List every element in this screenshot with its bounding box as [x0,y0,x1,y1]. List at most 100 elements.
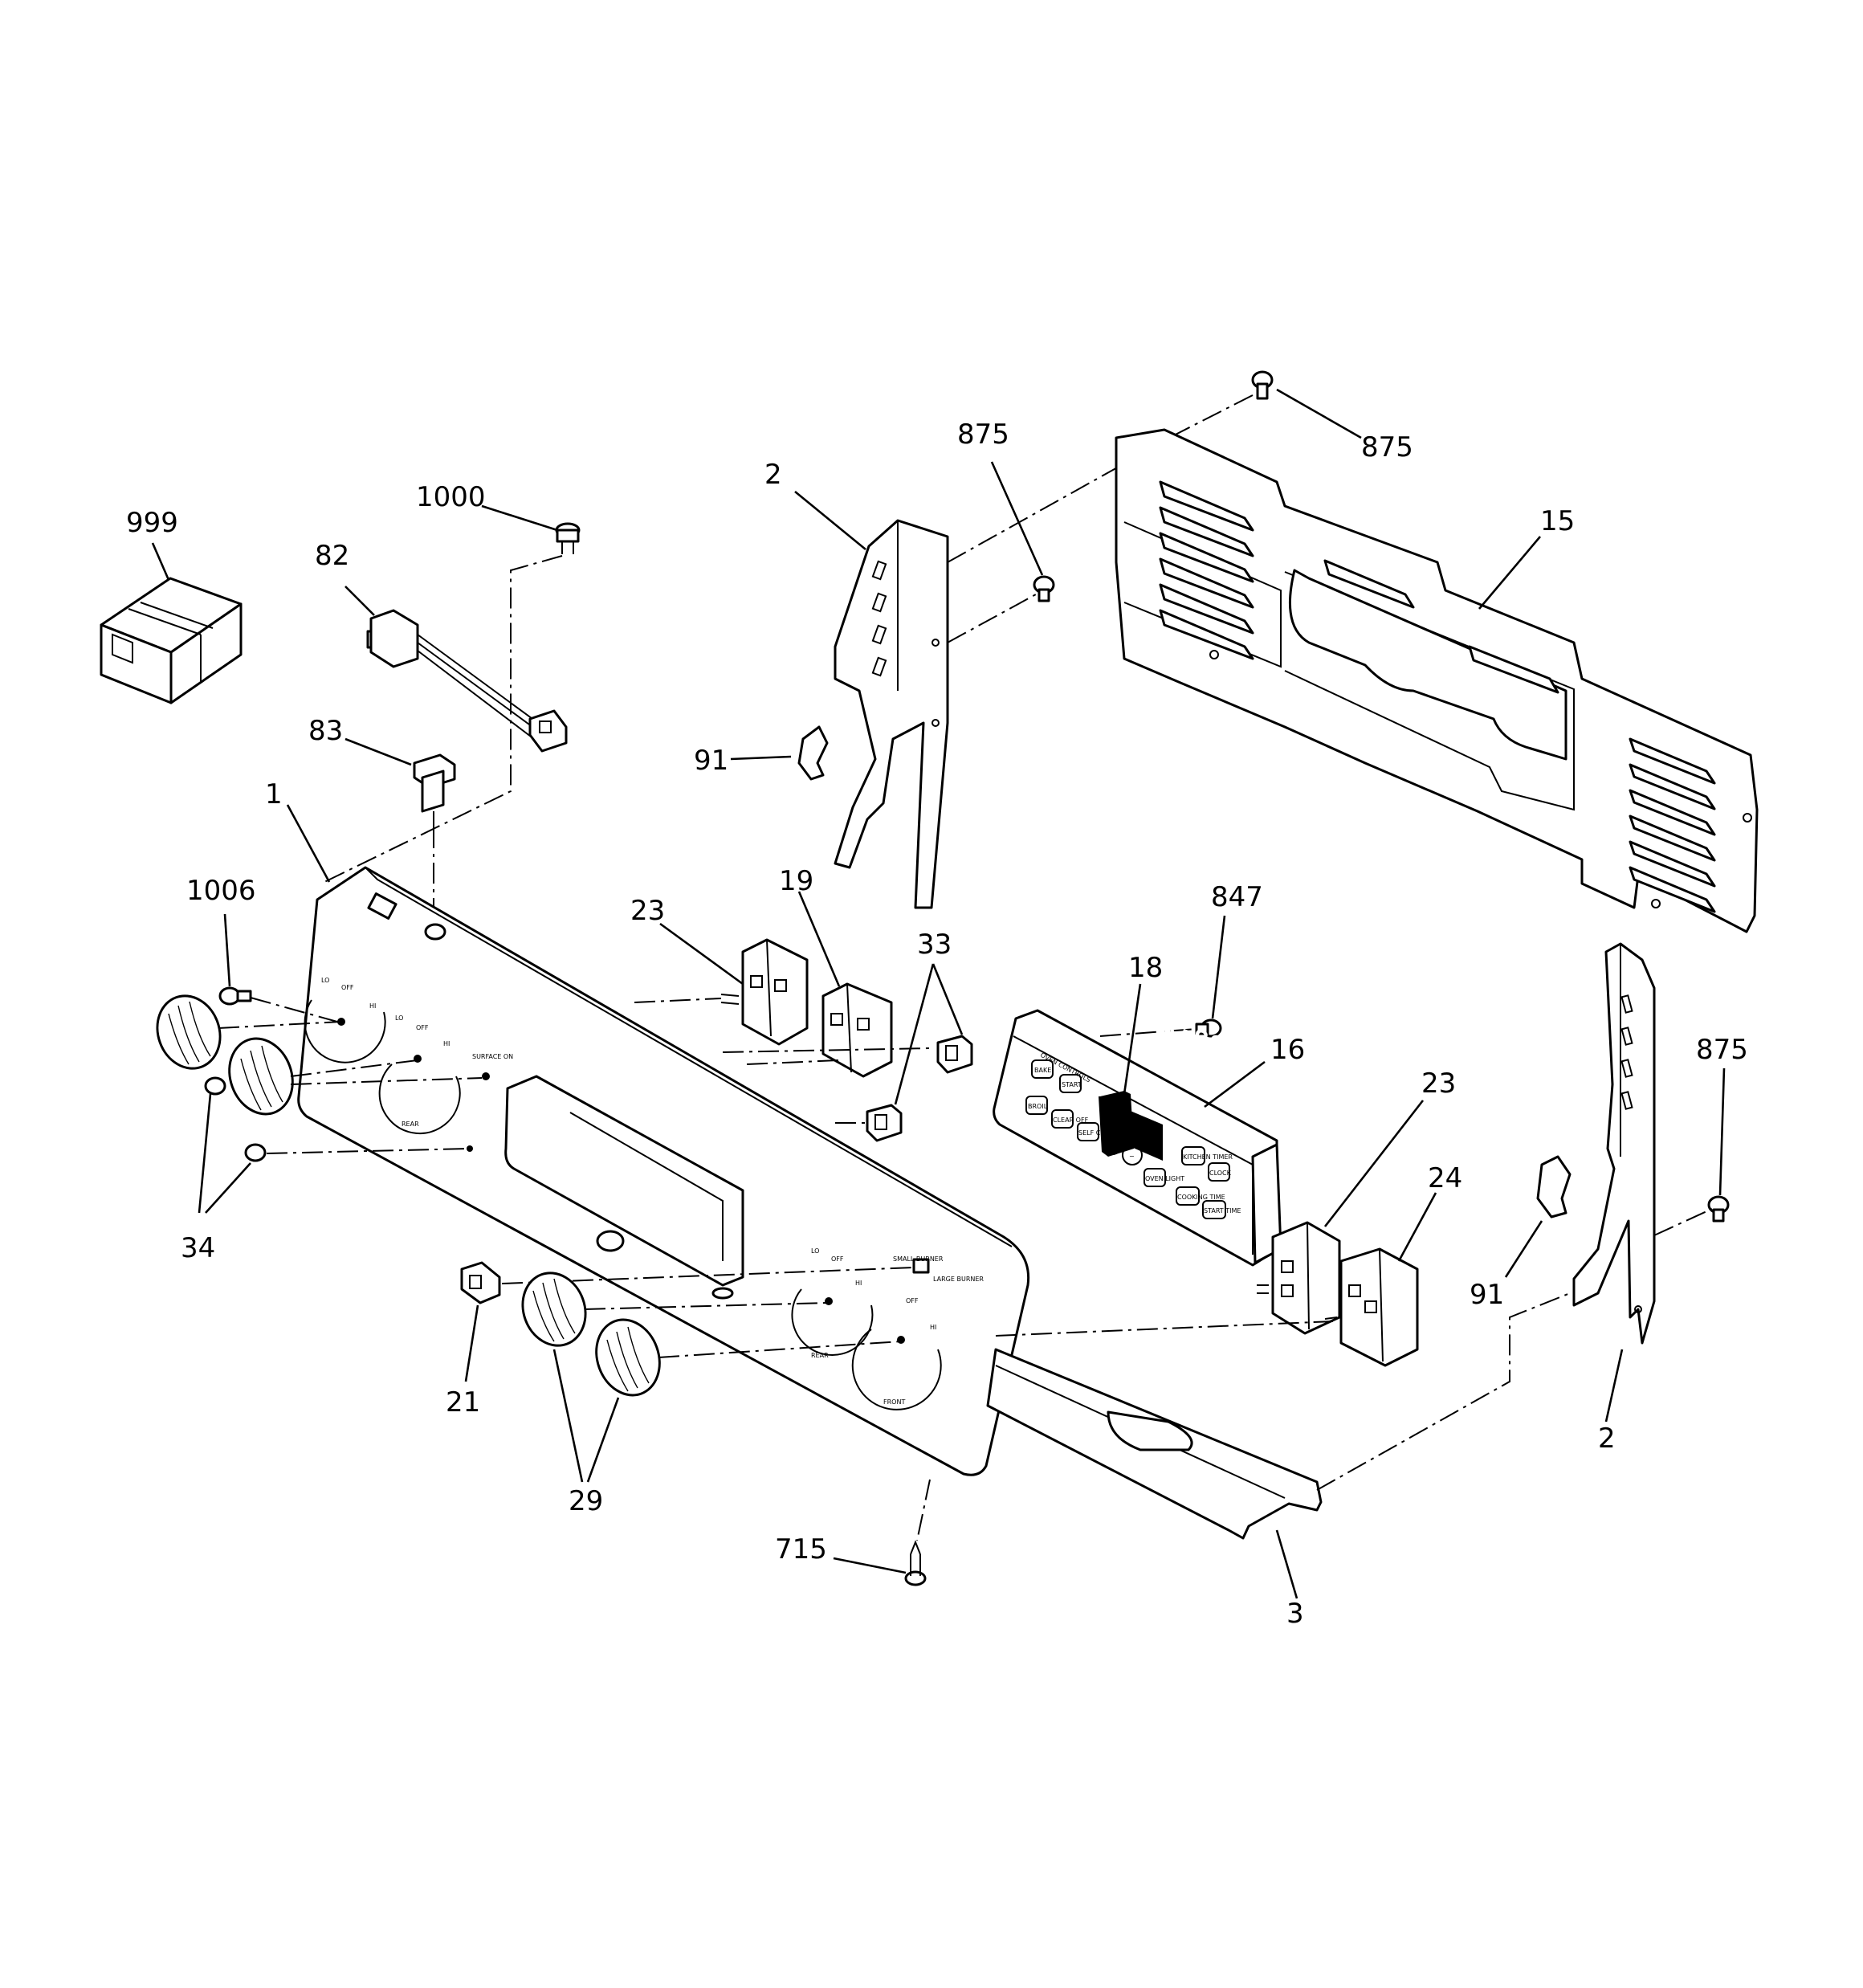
part-29-knob-b[interactable] [586,1311,670,1404]
callout-82: 82 [315,540,349,572]
svg-text:COOKING TIME: COOKING TIME [1177,1194,1225,1201]
leader-91-right [1504,1220,1543,1278]
phantom-1006 [250,997,338,1023]
label-hi-4: HI [930,1324,936,1331]
leader-21 [464,1304,479,1382]
part-82-wire-harness[interactable] [366,609,568,753]
callout-23-left: 23 [630,895,665,927]
callout-91-right: 91 [1470,1279,1504,1311]
part-24-switch[interactable] [1324,1247,1419,1367]
part-875-screw-c[interactable] [1707,1195,1730,1223]
svg-text:START TIME: START TIME [1204,1207,1241,1214]
kitchen-timer-button[interactable]: KITCHEN TIMER [1181,1146,1233,1165]
leader-19 [797,891,841,987]
svg-text:SELF CLEAN: SELF CLEAN [1078,1129,1117,1137]
leader-18 [1123,983,1142,1095]
phantom-knob-1 [218,1021,342,1029]
callout-83: 83 [308,715,343,747]
start-time-button[interactable]: START TIME [1202,1200,1241,1219]
label-large-burner: LARGE BURNER [933,1276,984,1283]
leader-29b [586,1397,620,1483]
callout-21: 21 [446,1386,480,1419]
part-875-screw-b[interactable] [1251,370,1274,400]
clock-button[interactable]: CLOCK [1208,1162,1232,1182]
callout-34: 34 [181,1232,215,1264]
leader-82 [344,586,375,616]
svg-text:−: − [1129,1153,1135,1160]
phantom-715 [916,1479,931,1541]
phantom-knob-2 [290,1059,418,1077]
leader-1000 [481,504,558,532]
part-23-switch-right[interactable] [1257,1221,1341,1335]
phantom-875-c [1653,1208,1713,1236]
callout-875-c: 875 [1696,1034,1748,1066]
label-front: FRONT [883,1398,905,1406]
part-1000-screw[interactable] [555,522,581,554]
cooking-time-button[interactable]: COOKING TIME [1176,1186,1225,1206]
label-off-4: OFF [906,1297,919,1304]
part-83-indicator-light[interactable] [413,753,456,827]
part-15-rear-panel[interactable] [1115,428,1759,933]
bake-button[interactable]: BAKE [1031,1059,1054,1079]
part-19-switch[interactable] [821,982,893,1078]
part-91-latch-left[interactable] [797,725,829,781]
part-34-plug-a[interactable] [204,1076,226,1096]
callout-999: 999 [126,507,178,539]
part-18-display[interactable]: 88:88 [1099,1006,1228,1161]
phantom-875-a2 [947,594,1037,643]
leader-715 [833,1557,907,1574]
part-999-literature-box[interactable] [100,577,243,704]
part-1006-screw[interactable] [218,986,252,1006]
leader-847 [1211,915,1226,1019]
leader-3 [1275,1529,1298,1599]
part-715-screw[interactable] [904,1540,927,1586]
svg-text:START: START [1062,1081,1082,1088]
label-lo-2: LO [395,1014,403,1022]
part-1-backsplash-panel[interactable]: OFF LO HI OFF LO HI REAR SURFACE ON OFF … [297,866,1030,1476]
phantom-19b [746,1059,840,1065]
part-2-side-bracket-left[interactable] [834,519,949,909]
callout-24: 24 [1428,1162,1462,1194]
leader-1 [286,804,331,883]
phantom-34 [266,1148,471,1154]
callout-1: 1 [265,778,283,810]
label-off-3: OFF [831,1255,844,1263]
broil-button[interactable]: BROIL [1025,1096,1048,1115]
part-29-knob-a[interactable] [513,1264,596,1354]
start-button[interactable]: START [1059,1074,1082,1093]
phantom-29b [658,1341,902,1358]
part-847-screw[interactable] [1195,1018,1222,1038]
knob-upper-left-1[interactable] [148,987,230,1077]
part-91-latch-right[interactable] [1536,1155,1572,1219]
callout-15: 15 [1540,505,1575,537]
label-rear-1: REAR [402,1121,419,1128]
svg-text:OVEN LIGHT: OVEN LIGHT [1145,1175,1184,1182]
svg-text:BROIL: BROIL [1028,1103,1048,1110]
phantom-875-a [947,465,1121,563]
callout-19: 19 [779,865,813,897]
phantom-knob-2b [290,1077,483,1085]
leader-24 [1397,1192,1437,1262]
label-lo-3: LO [811,1247,819,1255]
part-33-rocker-switch-b[interactable] [866,1104,903,1142]
part-21-switch[interactable] [460,1261,501,1304]
phantom-3 [1316,1292,1571,1491]
part-875-screw-a[interactable] [1033,575,1055,602]
part-34-plug-b[interactable] [244,1143,267,1162]
callout-875-b: 875 [1361,431,1413,463]
part-3-trim-strip[interactable] [986,1348,1323,1540]
oven-light-button[interactable]: OVEN LIGHT [1143,1168,1184,1187]
part-2-side-bracket-right[interactable] [1572,942,1656,1345]
clear-off-button[interactable]: CLEAR OFF [1051,1109,1089,1129]
callout-16: 16 [1270,1034,1305,1066]
part-33-rocker-switch-a[interactable] [936,1035,973,1074]
phantom-875-b [1164,394,1254,441]
leader-23-right [1323,1100,1425,1227]
callout-2-right: 2 [1598,1423,1616,1455]
self-clean-button[interactable]: SELF CLEAN [1077,1122,1117,1141]
knob-upper-left-2[interactable] [219,1030,303,1123]
leader-33b [932,963,964,1035]
part-23-switch-left[interactable] [720,938,809,1046]
phantom-24 [995,1321,1334,1337]
